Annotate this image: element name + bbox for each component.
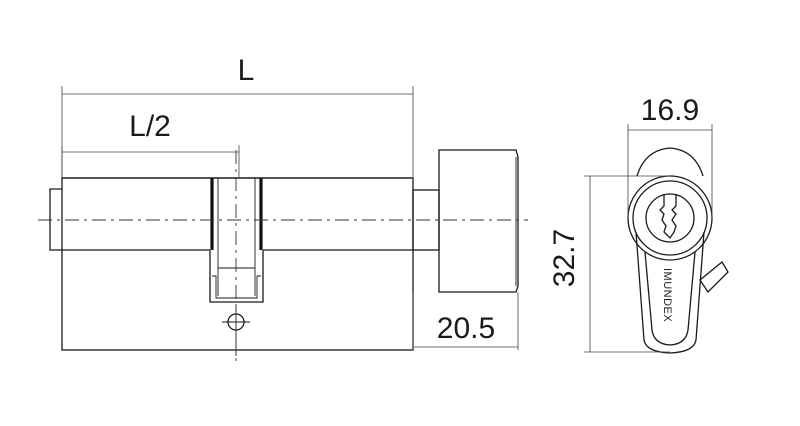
- left-plug-step: [49, 188, 62, 251]
- side-view: [38, 149, 528, 362]
- profile-top-cap: [636, 147, 704, 177]
- dimension-label-32-7: 32.7: [548, 229, 581, 287]
- dimension-label-L: L: [238, 54, 255, 87]
- cylinder-body-outline: [61, 177, 414, 351]
- profile-cam-lever: [699, 261, 729, 294]
- dimension-label-20-5: 20.5: [437, 312, 495, 345]
- dimension-label-16-9: 16.9: [641, 94, 699, 127]
- key-plug: [645, 193, 695, 243]
- dimension-L-half: L/2: [61, 110, 240, 178]
- profile-view: IMUNDEX: [627, 147, 729, 354]
- cam-slot: [209, 178, 264, 303]
- dimension-profile-width: 16.9: [627, 94, 713, 218]
- dimension-knob-width: 20.5: [412, 292, 519, 350]
- cam-outline: [209, 250, 264, 303]
- profile-lower-body: [635, 231, 705, 354]
- dimension-profile-height: 32.7: [548, 175, 670, 353]
- dimension-L: L: [61, 54, 414, 178]
- keyway: [659, 194, 677, 240]
- thumbturn-knob: [438, 149, 519, 293]
- dimension-label-L-half: L/2: [129, 110, 171, 143]
- profile-outer-ring: [627, 175, 713, 261]
- brand-text: IMUNDEX: [661, 268, 673, 322]
